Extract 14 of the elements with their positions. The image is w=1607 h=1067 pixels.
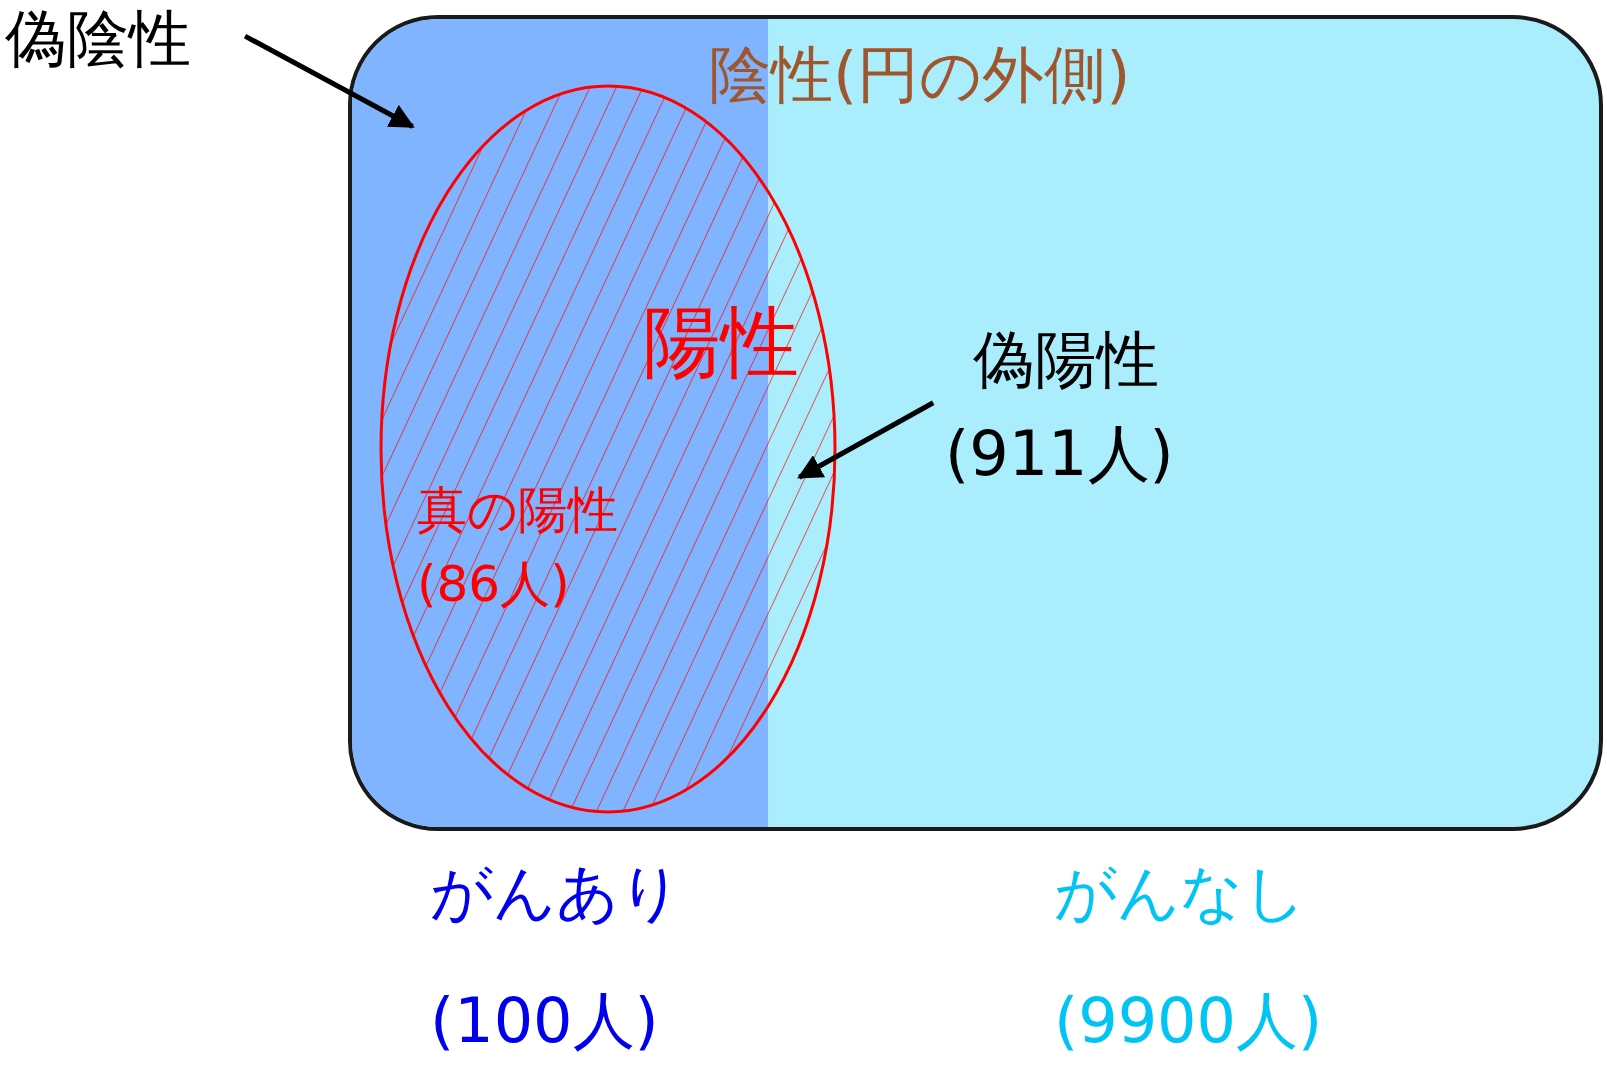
region-label: 真の陽性 bbox=[417, 485, 618, 535]
category-label: がんあり bbox=[430, 862, 682, 924]
count-label: (100人) bbox=[430, 990, 659, 1052]
callout-text: (911人) bbox=[945, 423, 1174, 485]
category-label: がんなし bbox=[1054, 862, 1306, 924]
population-box bbox=[348, 15, 1603, 831]
region-label: 陽性 bbox=[643, 303, 799, 381]
count-label: (9900人) bbox=[1054, 990, 1323, 1052]
region-label: 陰性(円の外側) bbox=[709, 44, 1131, 106]
callout-text: 偽陰性 bbox=[5, 8, 191, 70]
arrow bbox=[243, 33, 415, 129]
count-label: (86人) bbox=[417, 559, 570, 609]
arrow bbox=[797, 400, 935, 480]
callout-text: 偽陽性 bbox=[973, 329, 1159, 391]
